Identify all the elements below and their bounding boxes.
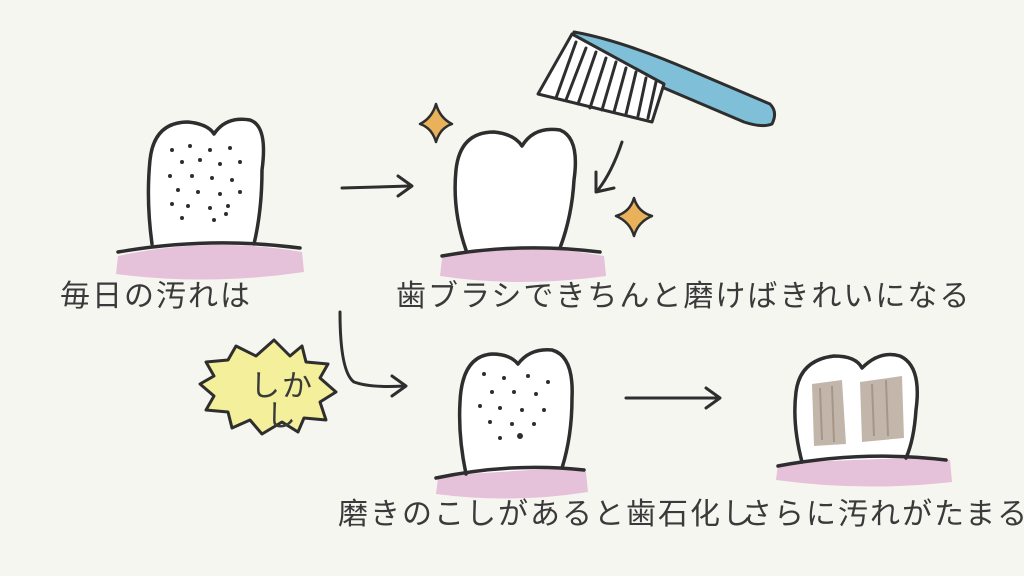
arrow-icon	[340, 174, 414, 198]
plaque-dots	[168, 144, 242, 222]
tooth-icon	[453, 127, 578, 252]
tooth-with-plaque-2	[434, 348, 588, 499]
badge-however-label: しかし	[250, 369, 314, 434]
gum-band	[776, 454, 952, 487]
tooth-with-plaque-1	[116, 117, 304, 280]
caption-missed-spots: 磨きのこしがあると歯石化し	[338, 497, 754, 532]
sparkle-icon	[614, 196, 654, 238]
tooth-clean	[440, 127, 606, 282]
plaque-dots	[478, 372, 550, 440]
sparkle-icon	[418, 102, 454, 144]
caption-plaque-builds: さらに汚れがたまる	[742, 497, 1024, 532]
gum-band	[436, 468, 588, 499]
toothbrush-icon	[536, 30, 777, 128]
tooth-with-tartar	[776, 352, 952, 487]
tooth-icon	[146, 117, 266, 246]
tooth-icon	[457, 348, 574, 476]
arrow-icon	[624, 386, 722, 410]
arrow-icon	[338, 310, 408, 398]
gum-band	[440, 248, 606, 282]
caption-daily-plaque: 毎日の汚れは	[60, 279, 252, 314]
arrow-icon	[594, 140, 624, 194]
caption-brushing-clean: 歯ブラシできちんと磨けばきれいになる	[396, 279, 972, 314]
burst-badge-icon	[198, 338, 338, 436]
gum-band	[116, 244, 304, 280]
